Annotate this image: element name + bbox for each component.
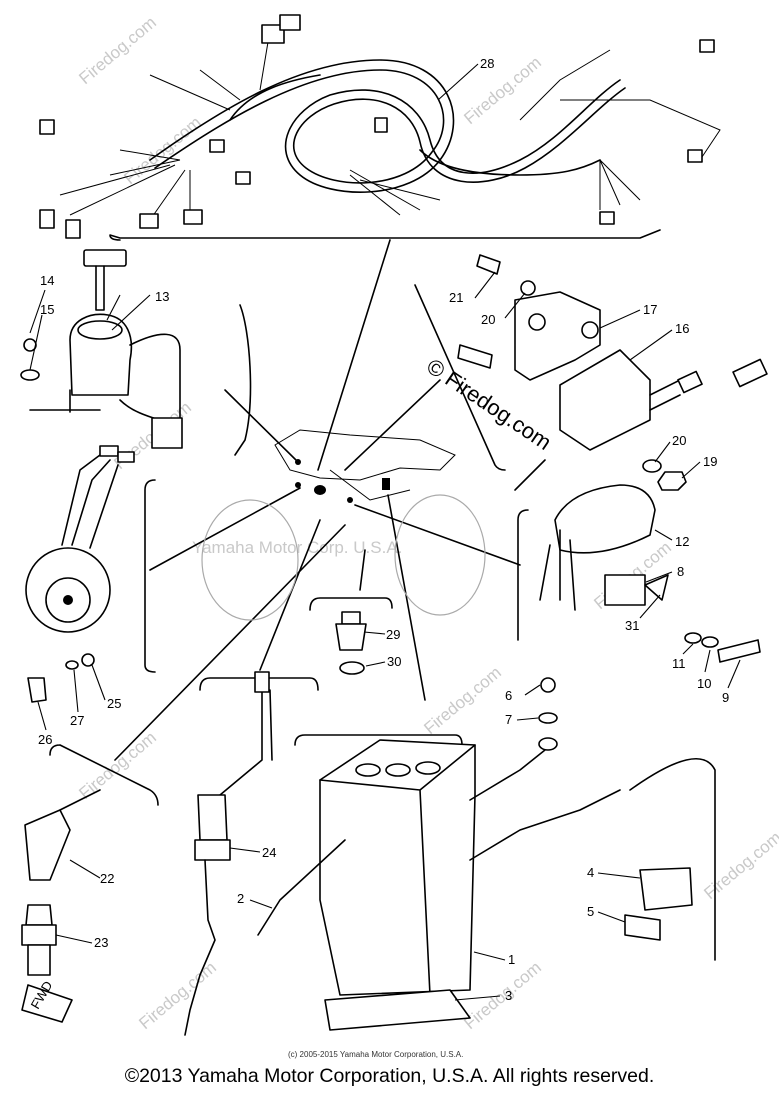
label-30: 30: [387, 654, 401, 669]
label-26: 26: [38, 732, 52, 747]
watermark-tile: Firedog.com: [75, 13, 160, 88]
label-20a: 20: [481, 312, 495, 327]
label-17: 17: [643, 302, 657, 317]
label-25: 25: [107, 696, 121, 711]
battery-assembly: [257, 677, 716, 1031]
neutral-switch: [309, 597, 393, 675]
label-23: 23: [94, 935, 108, 950]
label-3: 3: [505, 988, 512, 1003]
diagram-canvas: Firedog.com Firedog.com Firedog.com Fire…: [20, 13, 779, 1059]
watermark-tile: Firedog.com: [75, 728, 160, 803]
label-16: 16: [675, 321, 689, 336]
label-11: 11: [672, 656, 686, 671]
label-15: 15: [40, 302, 54, 317]
watermark-tile: Firedog.com: [460, 958, 545, 1033]
label-22: 22: [100, 871, 114, 886]
watermark-tile: Firedog.com: [135, 958, 220, 1033]
watermark-tile: Firedog.com: [460, 53, 545, 128]
label-19: 19: [703, 454, 717, 469]
label-31: 31: [625, 618, 639, 633]
label-28: 28: [480, 56, 494, 71]
label-5: 5: [587, 904, 594, 919]
horn-assembly: [25, 445, 156, 703]
motorcycle-silhouette: [201, 429, 486, 621]
part-labels: 28 14 15 13 21 20 17 16 20 19 12 8 31 11…: [29, 56, 741, 1003]
small-copyright: (c) 2005-2015 Yamaha Motor Corporation, …: [288, 1050, 463, 1059]
label-1: 1: [508, 952, 515, 967]
label-13: 13: [155, 289, 169, 304]
spark-plug-assembly: FWD: [21, 744, 159, 1023]
label-27: 27: [70, 713, 84, 728]
brake-switch-assembly: [184, 671, 319, 1036]
label-20b: 20: [672, 433, 686, 448]
label-24: 24: [262, 845, 276, 860]
label-6: 6: [505, 688, 512, 703]
wire-harness: [39, 14, 721, 241]
label-21: 21: [449, 290, 463, 305]
copyright-footer: ©2013 Yamaha Motor Corporation, U.S.A. A…: [124, 1065, 655, 1087]
main-switch-assembly: [20, 249, 252, 456]
label-14: 14: [40, 273, 54, 288]
label-10: 10: [697, 676, 711, 691]
label-12: 12: [675, 534, 689, 549]
label-9: 9: [722, 690, 729, 705]
label-8: 8: [677, 564, 684, 579]
watermark-tile: Firedog.com: [700, 828, 779, 903]
leader-lines: [114, 239, 521, 761]
label-4: 4: [587, 865, 594, 880]
label-7: 7: [505, 712, 512, 727]
label-2: 2: [237, 891, 244, 906]
ignition-coil-assembly: [414, 254, 768, 491]
flasher-relay-assembly: [517, 484, 761, 663]
label-29: 29: [386, 627, 400, 642]
watermark-tile: Firedog.com: [420, 663, 505, 738]
